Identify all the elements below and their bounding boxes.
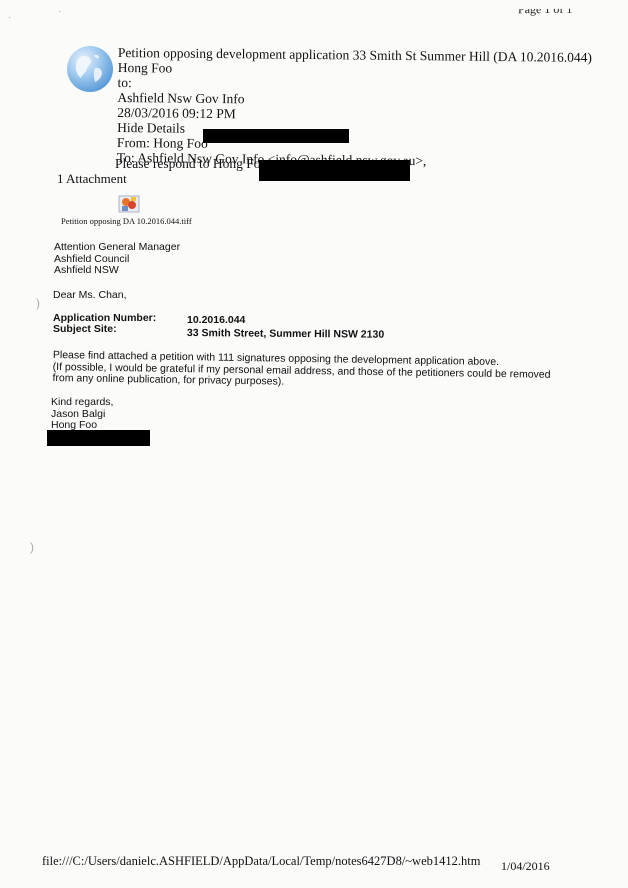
- scan-speck: ): [30, 540, 34, 554]
- signature-name: Jason Balgi: [51, 407, 106, 420]
- scan-speck: ): [36, 296, 40, 310]
- footer-date: 1/04/2016: [501, 859, 550, 873]
- subject-site-value: 33 Smith Street, Summer Hill NSW 2130: [186, 327, 385, 341]
- subject-site-label: Subject Site:: [53, 323, 117, 335]
- address-line: Ashfield NSW: [54, 264, 119, 276]
- sender-avatar[interactable]: [67, 46, 113, 92]
- application-number-value: 10.2016.044: [187, 314, 246, 326]
- footer-file-path: file:///C:/Users/danielc.ASHFIELD/AppDat…: [42, 854, 481, 868]
- application-number-label: Application Number:: [53, 312, 157, 324]
- scan-speck: ·: [58, 6, 62, 17]
- attachment-link[interactable]: Petition opposing DA 10.2016.044.tiff: [61, 216, 192, 226]
- respond-line: Please respond to Hong Foo: [115, 156, 268, 171]
- closing: Kind regards,: [51, 396, 114, 408]
- salutation: Dear Ms. Chan,: [53, 289, 127, 301]
- globe-icon: [75, 54, 102, 82]
- attachment-count: 1 Attachment: [57, 171, 127, 186]
- address-line: Attention General Manager: [54, 241, 181, 253]
- page-number: Page 1 of 1: [517, 1, 573, 17]
- email-header: Petition opposing development applicatio…: [117, 45, 592, 170]
- recipient-address: Attention General Manager Ashfield Counc…: [54, 241, 181, 277]
- letter-paragraph: Please find attached a petition with 111…: [52, 349, 550, 392]
- image-file-icon[interactable]: [118, 194, 140, 214]
- scan-speck: ·: [8, 12, 12, 23]
- redaction-block: [203, 129, 349, 143]
- redaction-block: [47, 430, 150, 446]
- redaction-block: [259, 160, 410, 181]
- letter-closing: Kind regards, Jason Balgi Hong Foo: [51, 396, 114, 432]
- address-line: Ashfield Council: [54, 252, 130, 265]
- signature-name: Hong Foo: [51, 419, 98, 431]
